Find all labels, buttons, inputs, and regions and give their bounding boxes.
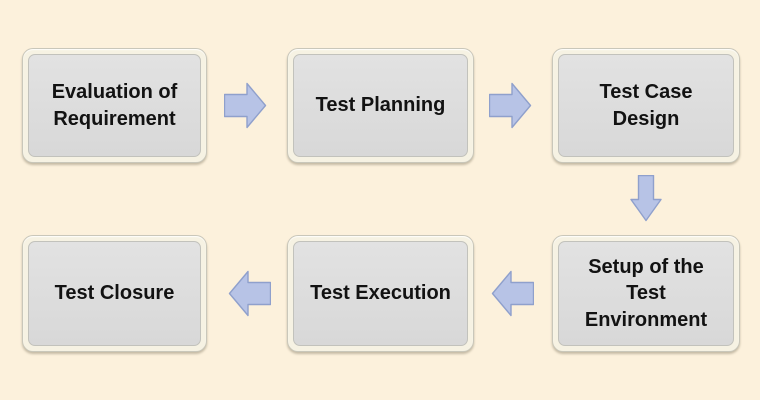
node-test-planning: Test Planning [287,48,474,163]
node-label: Evaluation of Requirement [28,54,201,157]
node-test-execution: Test Execution [287,235,474,352]
arrow-right-icon [224,82,267,129]
arrow-left-icon [228,270,271,317]
node-label: Setup of the Test Environment [558,241,734,346]
arrow-down-icon [630,175,662,222]
node-label: Test Closure [28,241,201,346]
node-label: Test Planning [293,54,468,157]
node-setup-of-the-test-environment: Setup of the Test Environment [552,235,740,352]
arrow-right-icon [489,82,532,129]
node-label: Test Case Design [558,54,734,157]
node-label: Test Execution [293,241,468,346]
node-evaluation-of-requirement: Evaluation of Requirement [22,48,207,163]
node-test-closure: Test Closure [22,235,207,352]
node-test-case-design: Test Case Design [552,48,740,163]
arrow-left-icon [491,270,534,317]
